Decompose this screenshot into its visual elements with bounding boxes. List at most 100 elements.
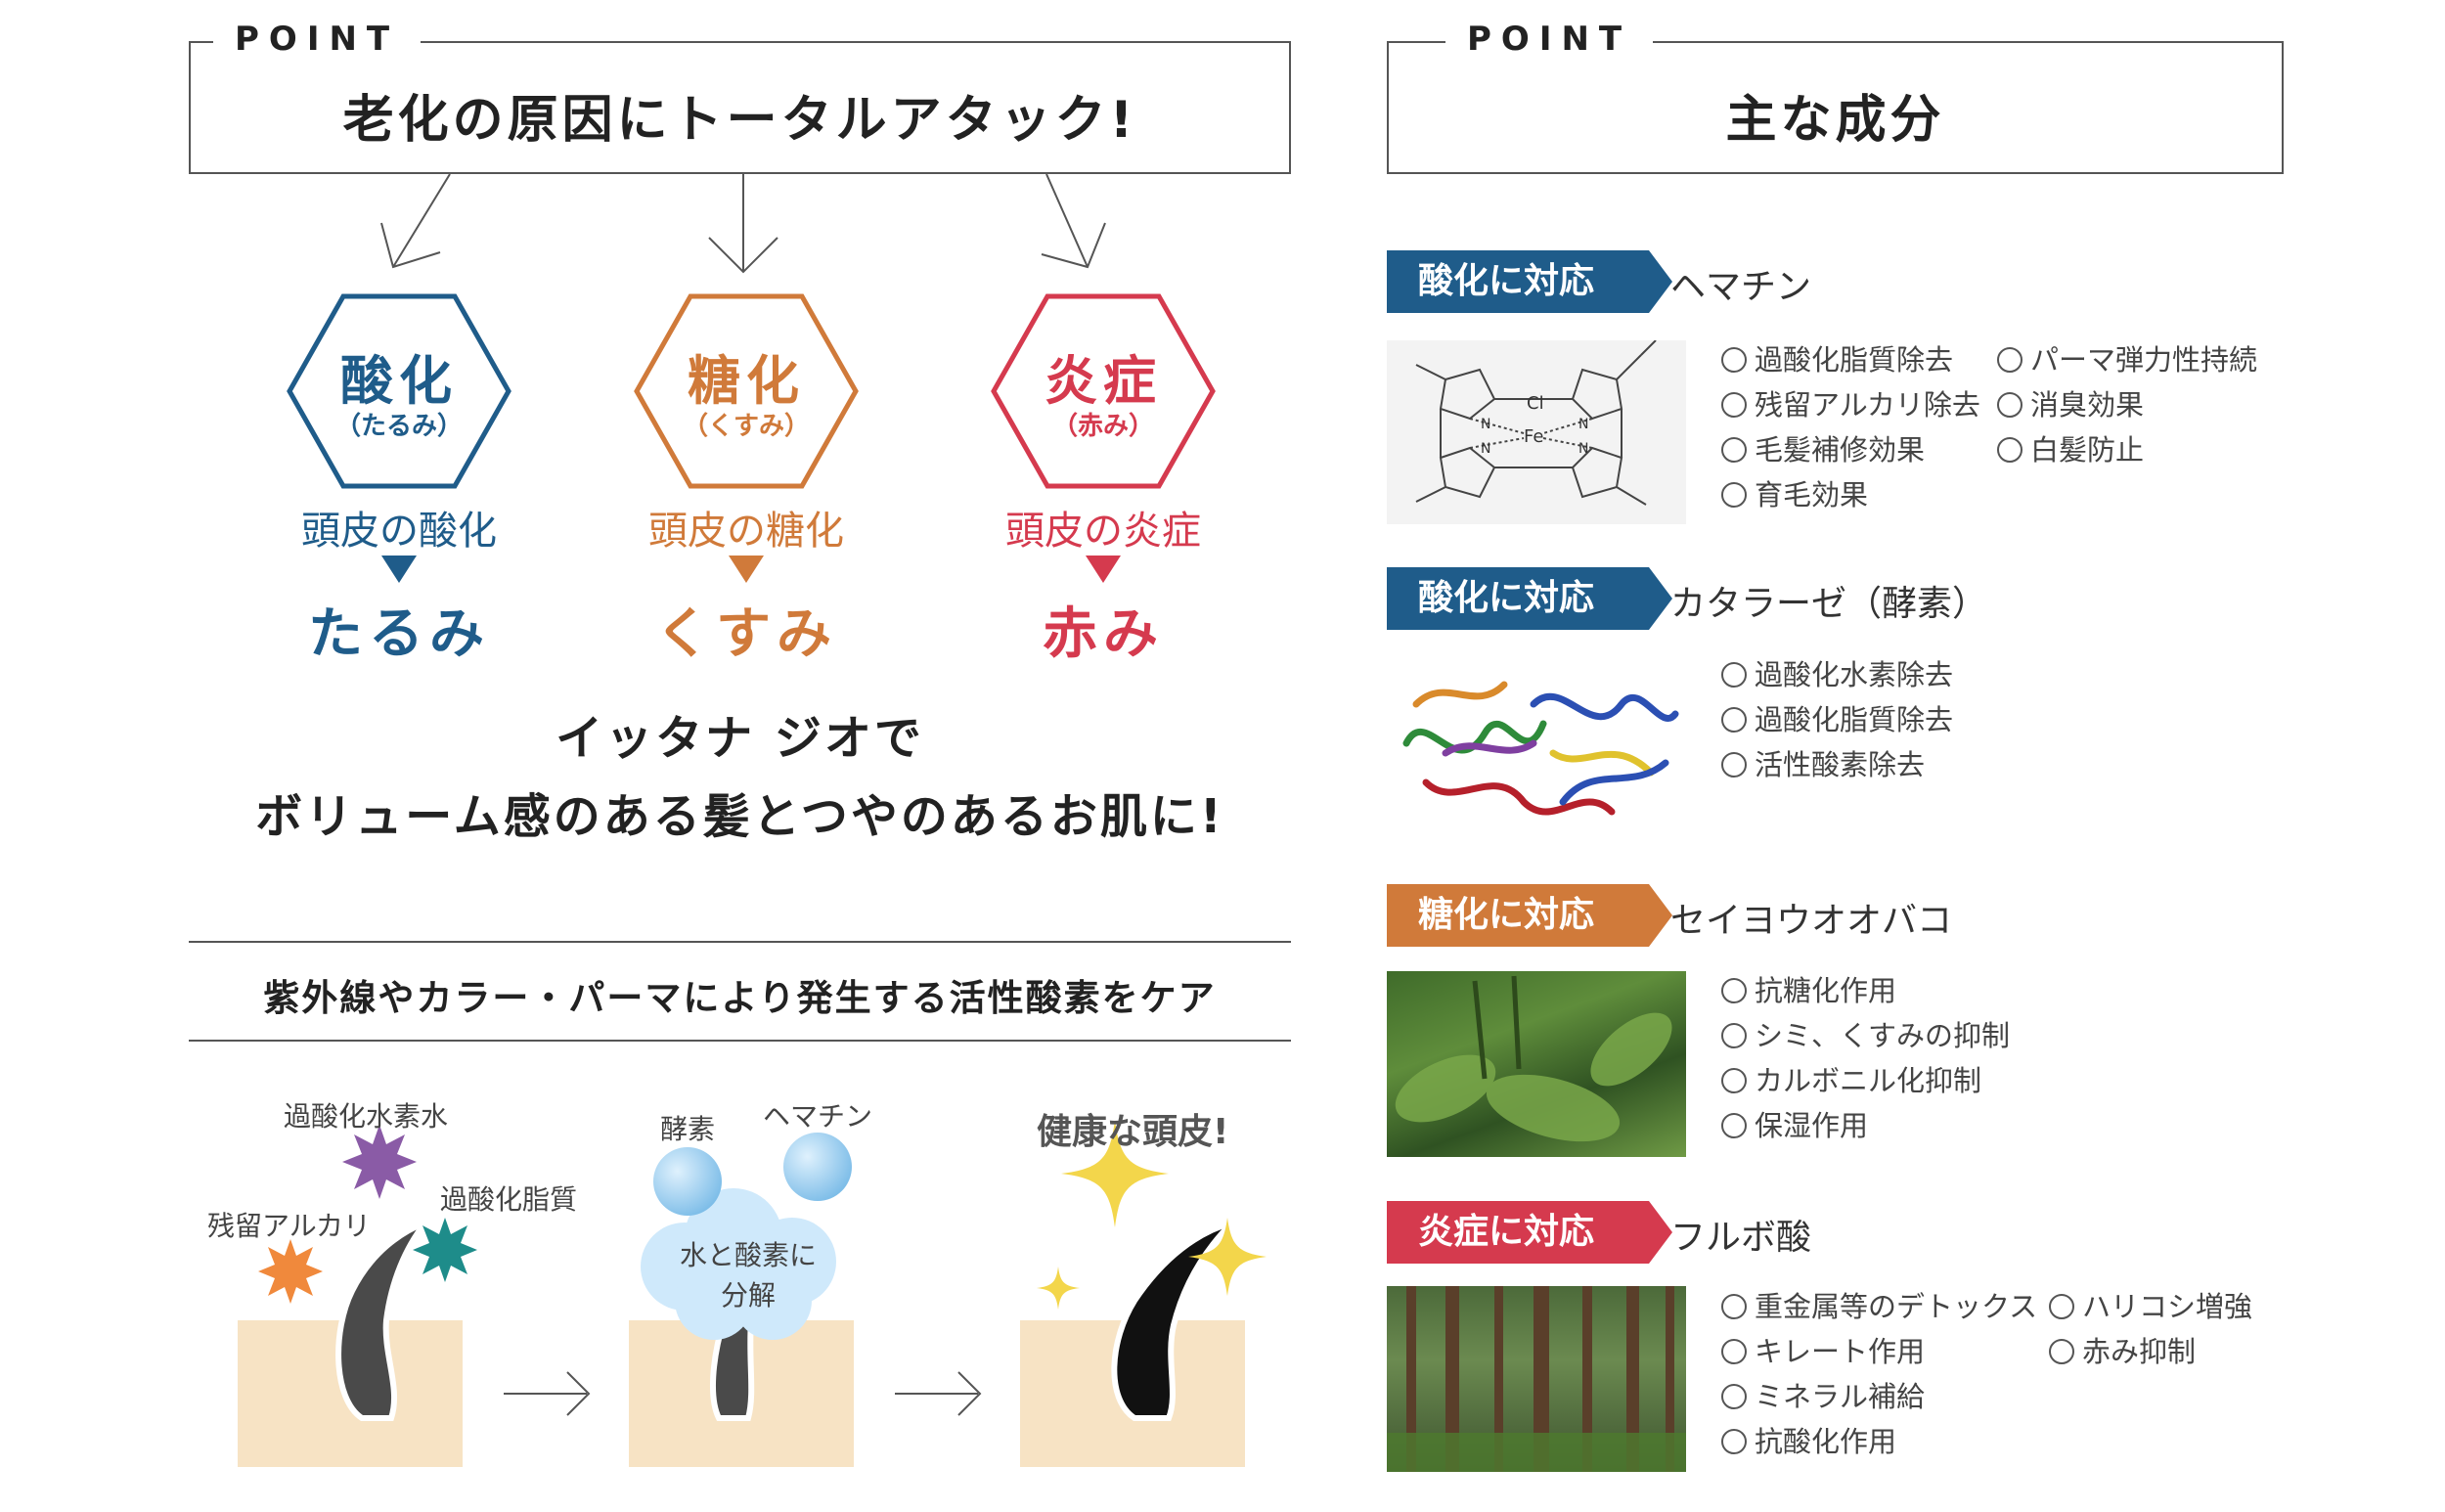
benefit-item: 重金属等のデトックス: [1721, 1284, 2037, 1325]
benefit-item: 過酸化脂質除去: [1721, 337, 1953, 378]
arrow-right-head: [1041, 222, 1106, 269]
right-point-title: 主な成分: [1725, 91, 1945, 150]
benefit-item: 過酸化水素除去: [1721, 652, 1953, 693]
benefit-item: 赤み抑制: [2049, 1329, 2196, 1370]
arrow-left-line: [392, 174, 451, 268]
orange-star-icon: [258, 1239, 323, 1304]
label-h2o2: 過酸化水素水: [284, 1100, 449, 1133]
hex-shape: [634, 293, 859, 489]
catalase-protein-image: [1387, 645, 1686, 841]
protein-ribbon: [1402, 681, 1679, 816]
left-point-box: 老化の原因にトータルアタック!: [189, 41, 1291, 174]
atom-fe: Fe: [1524, 426, 1543, 447]
benefit-item: 残留アルカリ除去: [1721, 382, 1980, 423]
purple-star-icon: [342, 1125, 417, 1199]
benefit-item: 抗酸化作用: [1721, 1419, 1896, 1460]
forest-trees: [1387, 1286, 1686, 1472]
tag-inflammation: 炎症に対応: [1387, 1201, 1672, 1264]
label-healthy: 健康な頭皮!: [1037, 1112, 1229, 1152]
right-point-label: POINT: [1445, 20, 1654, 59]
benefit-item: 保湿作用: [1721, 1103, 1868, 1144]
hex-oxidation: 酸化 （たるみ）: [287, 293, 511, 489]
tag-glycation: 糖化に対応: [1387, 884, 1672, 947]
atom-n: N: [1578, 417, 1588, 432]
hex-inflammation: 炎症 （赤み）: [991, 293, 1216, 489]
benefit-item: パーマ弾力性持続: [1997, 337, 2257, 378]
down-triangle: [729, 556, 764, 583]
caption-tarumi: たるみ: [308, 602, 490, 666]
down-triangle: [381, 556, 417, 583]
hematin-structure-image: Cl Fe N N N N: [1387, 340, 1686, 524]
label-enzyme: 酵素: [660, 1113, 716, 1145]
benefit-item: 消臭効果: [1997, 382, 2144, 423]
atom-n: N: [1578, 441, 1588, 457]
plantain-leaves: [1395, 975, 1672, 1142]
sparkle-small-icon: [1037, 1267, 1080, 1310]
hex-shape: [287, 293, 511, 489]
benefit-item: 育毛効果: [1721, 472, 1868, 513]
hex-sub-text: （くすみ）: [682, 412, 810, 441]
caption-akami: 赤み: [1043, 602, 1164, 666]
hematin-molecule: Cl Fe N N N N: [1415, 340, 1657, 506]
enzyme-ball-icon: [653, 1147, 722, 1216]
cloud-icon: [641, 1188, 836, 1340]
hex-main-text: 糖化: [688, 350, 805, 412]
ingredient-name-fulvic-acid: フルボ酸: [1670, 1218, 1812, 1258]
cloud-text-2: 分解: [720, 1279, 776, 1312]
arrow-mid-head: [708, 237, 778, 274]
label-alkali: 残留アルカリ: [207, 1210, 371, 1242]
ingredient-name-catalase: カタラーゼ（酵素）: [1670, 584, 1988, 624]
label-hematin: ヘマチン: [763, 1100, 873, 1133]
hex-main-text: 炎症: [1045, 350, 1162, 412]
hematin-ball-icon: [783, 1133, 852, 1201]
atom-n: N: [1481, 417, 1490, 432]
right-point-box: 主な成分: [1387, 41, 2284, 174]
arrow-left-head: [380, 222, 441, 269]
left-point-label: POINT: [213, 20, 422, 59]
benefit-item: ハリコシ増強: [2049, 1284, 2252, 1325]
hair-1: [335, 1215, 435, 1421]
sparkle-large-icon: [1061, 1120, 1169, 1227]
tag-oxidation-1: 酸化に対応: [1387, 250, 1672, 313]
arrow-right-line: [1045, 174, 1089, 268]
cloud-text-1: 水と酸素に: [679, 1239, 817, 1271]
benefit-item: ミネラル補給: [1721, 1374, 1925, 1415]
benefit-item: 毛髪補修効果: [1721, 427, 1925, 468]
atom-n: N: [1481, 441, 1490, 457]
benefit-item: 活性酸素除去: [1721, 742, 1925, 783]
tag-oxidation-2: 酸化に対応: [1387, 567, 1672, 630]
divider-bottom: [189, 1040, 1291, 1042]
forest-photo: [1387, 1286, 1686, 1472]
benefit-item: 白髪防止: [1997, 427, 2144, 468]
hex-glycation: 糖化 （くすみ）: [634, 293, 859, 489]
caption-scalp-oxidation: 頭皮の酸化: [301, 509, 497, 554]
ingredient-name-hematin: ヘマチン: [1670, 267, 1812, 307]
hex-main-text: 酸化: [340, 350, 458, 412]
divider-top: [189, 941, 1291, 943]
benefit-item: 抗糖化作用: [1721, 968, 1896, 1009]
left-point-title: 老化の原因にトータルアタック!: [342, 91, 1137, 150]
caption-scalp-glycation: 頭皮の糖化: [648, 509, 844, 554]
benefit-item: シミ、くすみの抑制: [1721, 1013, 2010, 1054]
flow-arrow-2: [895, 1371, 982, 1416]
benefit-item: キレート作用: [1721, 1329, 1925, 1370]
hex-sub-text: （たるみ）: [334, 412, 463, 441]
ingredient-name-plantain: セイヨウオオバコ: [1670, 901, 1953, 941]
uv-heading: 紫外線やカラー・パーマにより発生する活性酸素をケア: [263, 977, 1217, 1019]
hex-shape: [991, 293, 1216, 489]
flow-arrow-1: [504, 1371, 591, 1416]
slogan-line-1: イッタナ ジオで: [556, 711, 924, 766]
slogan-line-2: ボリューム感のある髪とつやのあるお肌に!: [255, 789, 1224, 844]
branch-arrows: [380, 174, 1106, 274]
sparkle-right-icon: [1188, 1218, 1267, 1296]
teal-star-icon: [413, 1218, 477, 1282]
down-triangle: [1086, 556, 1121, 583]
caption-kusumi: くすみ: [655, 602, 837, 666]
plantain-photo: [1387, 971, 1686, 1157]
caption-scalp-inflammation: 頭皮の炎症: [1005, 509, 1201, 554]
benefit-item: カルボニル化抑制: [1721, 1058, 1981, 1099]
hex-sub-text: （赤み）: [1051, 412, 1154, 441]
atom-cl: Cl: [1527, 393, 1544, 414]
benefit-item: 過酸化脂質除去: [1721, 697, 1953, 738]
label-lipid: 過酸化脂質: [440, 1183, 578, 1216]
